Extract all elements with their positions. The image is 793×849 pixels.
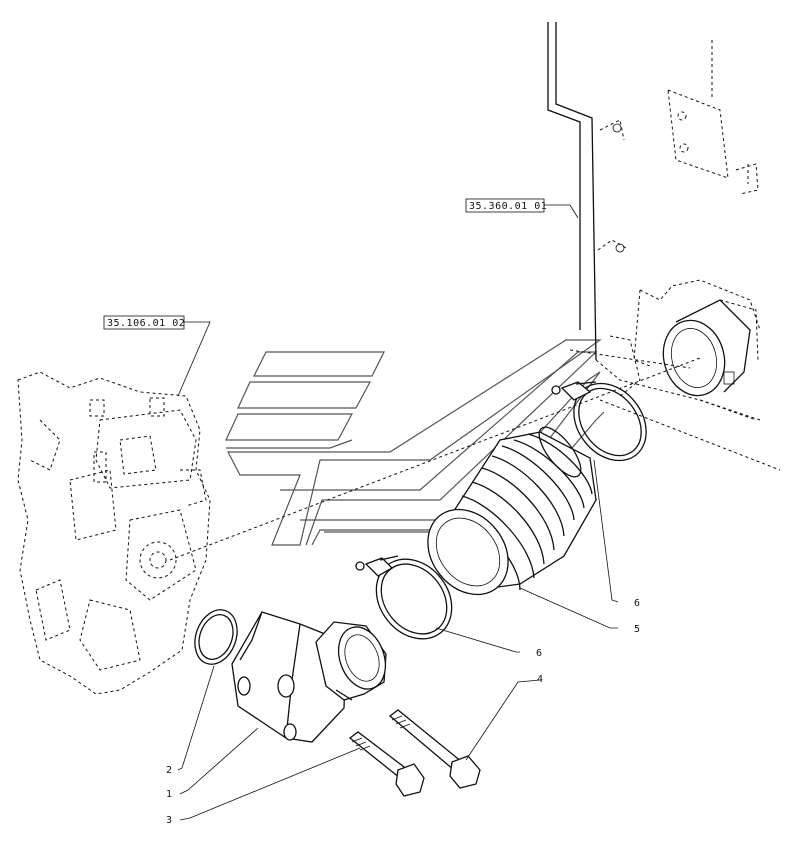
- leader-lines: [177, 459, 619, 821]
- callout-6-lower: 6: [536, 648, 542, 659]
- lower-hose-clamp: [355, 555, 453, 640]
- callout-2: 2: [166, 765, 172, 776]
- frame-reference-label: 35.360.01 01: [469, 201, 547, 212]
- o-ring: [194, 609, 238, 665]
- callout-4: 4: [537, 674, 543, 685]
- callout-3: 3: [166, 815, 172, 826]
- callout-5: 5: [634, 624, 640, 635]
- callout-6-upper: 6: [634, 598, 640, 609]
- frame-bracket: [547, 22, 761, 421]
- callout-labels: 2 1 3 4 5 6 6: [166, 598, 640, 826]
- upper-hose-clamp: [551, 381, 647, 462]
- bolt-short: [348, 731, 425, 797]
- frame-reference: 35.360.01 01: [465, 198, 579, 219]
- engine-pump-block: [17, 371, 211, 695]
- bolt-long: [388, 709, 481, 789]
- assembly-axis: [169, 349, 781, 561]
- callout-1: 1: [166, 789, 172, 800]
- pump-reference: 35.106.01 02: [103, 315, 211, 397]
- bellows-hose: [427, 426, 597, 596]
- elbow-housing: [231, 611, 387, 743]
- pump-reference-label: 35.106.01 02: [107, 318, 185, 329]
